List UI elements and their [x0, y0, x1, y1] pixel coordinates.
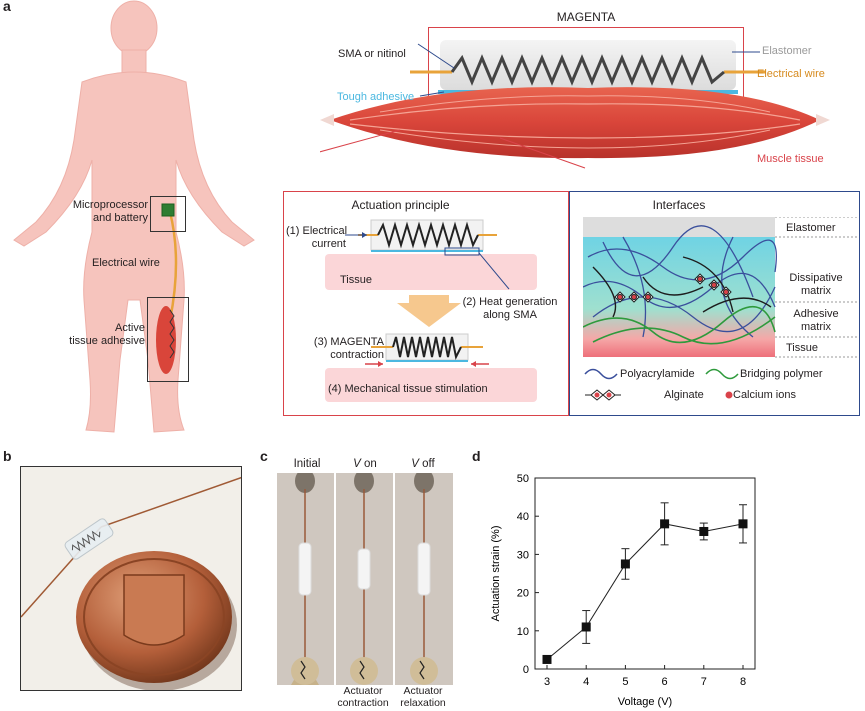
bridging-polymer-icon [706, 370, 738, 379]
alginate-icon [585, 390, 621, 400]
x-tick-label: 5 [622, 676, 628, 688]
elastomer-label: Elastomer [762, 45, 812, 58]
legend-calcium-ions: Calcium ions [733, 389, 796, 402]
step4-label: (4) Mechanical tissue stimulation [328, 383, 488, 396]
v-off-label: V off [393, 458, 453, 471]
sma-label: SMA or nitinol [338, 48, 406, 61]
x-tick-label: 6 [662, 676, 668, 688]
y-axis-label: Actuation strain (%) [490, 526, 502, 622]
y-tick-label: 10 [517, 626, 529, 638]
initial-label: Initial [277, 458, 337, 471]
electrical-wire-label: Electrical wire [92, 257, 160, 270]
panel-d-label: d [472, 448, 481, 464]
magenta-title: MAGENTA [428, 11, 744, 24]
plot-frame [535, 478, 755, 669]
panel-c-label: c [260, 448, 268, 464]
x-axis-label: Voltage (V) [618, 696, 672, 708]
human-body-illustration [0, 0, 262, 450]
data-point [660, 519, 669, 528]
v-on-label: V on [335, 458, 395, 471]
microprocessor-box [150, 196, 186, 232]
data-point [621, 559, 630, 568]
legend-polyacrylamide: Polyacrylamide [620, 368, 695, 381]
calcium-icon [726, 392, 733, 399]
legend-alginate: Alginate [664, 389, 704, 402]
x-tick-label: 3 [544, 676, 550, 688]
tissue-label-1: Tissue [340, 274, 372, 287]
penny-photo [21, 467, 242, 691]
interfaces-title: Interfaces [583, 199, 775, 212]
data-point [699, 527, 708, 536]
actuator-photos [277, 473, 453, 685]
y-tick-label: 50 [517, 473, 529, 485]
y-tick-label: 20 [517, 588, 529, 600]
data-point [543, 655, 552, 664]
data-point [739, 519, 748, 528]
electrical-wire-label-magenta: Electrical wire [757, 68, 825, 81]
data-point [582, 622, 591, 631]
x-tick-label: 7 [701, 676, 707, 688]
adhesive-box [147, 297, 189, 382]
coin-photo [20, 466, 242, 691]
y-tick-label: 40 [517, 511, 529, 523]
x-tick-label: 8 [740, 676, 746, 688]
series-line [547, 524, 743, 660]
interface-elastomer-label: Elastomer [786, 222, 836, 235]
tough-adhesive-label: Tough adhesive [337, 91, 414, 104]
y-tick-label: 30 [517, 549, 529, 561]
interface-tissue-label: Tissue [786, 342, 818, 355]
panel-b-label: b [3, 448, 12, 464]
y-tick-label: 0 [523, 664, 529, 676]
polyacrylamide-icon [585, 370, 617, 379]
legend-bridging-polymer: Bridging polymer [740, 368, 823, 381]
muscle-tissue-label: Muscle tissue [757, 153, 824, 166]
x-tick-label: 4 [583, 676, 589, 688]
